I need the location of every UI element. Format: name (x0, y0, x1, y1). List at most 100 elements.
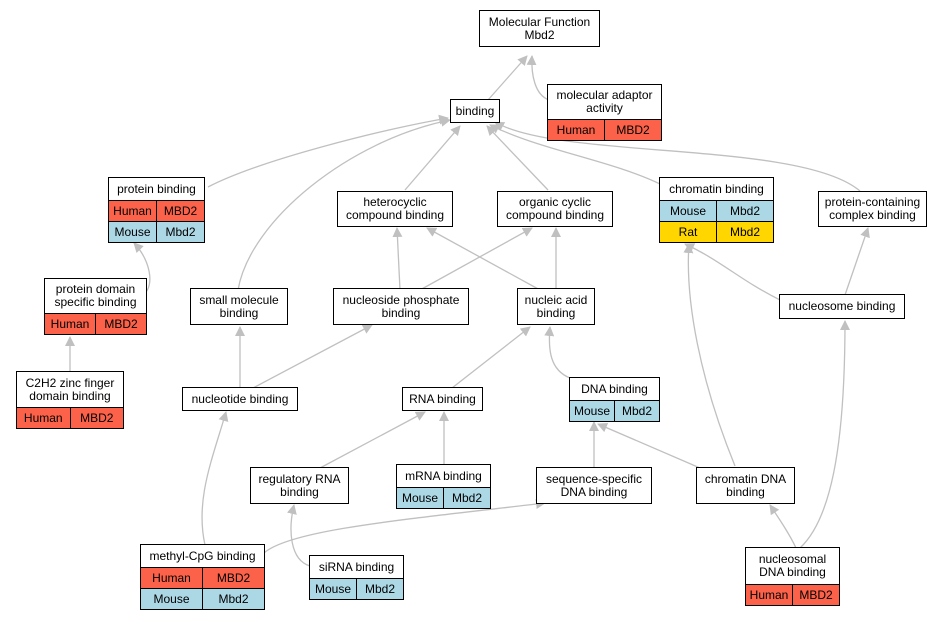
node-label: nucleosome binding (788, 299, 896, 313)
edge-dna-binding-to-nucleic-acid (544, 326, 571, 379)
node-label: binding (455, 103, 495, 118)
edge-nucleosome-to-protein-containing-complex (844, 227, 870, 296)
edge-rna-binding-to-nucleic-acid (451, 326, 531, 389)
species-cell: Mouse (153, 592, 190, 606)
annotation-row: Mouse Mbd2 (109, 221, 204, 242)
annotation-row: Mouse Mbd2 (310, 578, 403, 599)
gene-cell: MBD2 (202, 568, 264, 588)
node-label: nucleotide binding (191, 391, 289, 406)
edge-regulatory-rna-to-rna-binding (319, 411, 426, 469)
edge-sirna-to-regulatory-rna (287, 504, 311, 567)
node-label: RNA binding (409, 391, 476, 406)
edge-chromatin-binding-to-binding (489, 124, 661, 185)
species-cell: Mouse (573, 404, 611, 418)
gene-cell: MBD2 (95, 314, 146, 334)
edge-chromatin-dna-to-dna-binding (597, 422, 701, 469)
edge-methyl-cpg-to-sequence-specific (263, 499, 546, 554)
node-label: DNA binding (581, 381, 648, 396)
edge-protein-binding-to-binding (207, 114, 449, 188)
species-cell: Human (23, 411, 63, 425)
gene-cell: Mbd2 (716, 201, 773, 221)
node-nucleotide-binding[interactable]: nucleotide binding (182, 387, 298, 411)
edge-nucleic-acid-to-heterocyclic (426, 227, 541, 291)
gene-cell: Mbd2 (443, 488, 490, 508)
species-cell: Mouse (314, 582, 352, 596)
edge-binding-to-molecular-function (487, 55, 528, 101)
node-label: protein binding (117, 181, 196, 196)
annotation-row: Human MBD2 (141, 567, 264, 588)
species-cell: Mouse (669, 204, 707, 218)
gene-cell: Mbd2 (356, 579, 403, 599)
species-cell: Human (113, 204, 152, 218)
node-label: mRNA binding (405, 468, 482, 483)
gene-cell: Mbd2 (614, 401, 659, 421)
edge-small-molecule-binding-to-binding (237, 116, 451, 291)
gene-cell: Mbd2 (156, 222, 204, 242)
edge-nucleotide-to-nucleoside-phosphate (252, 324, 373, 389)
annotation-row: Human MBD2 (45, 313, 146, 334)
gene-cell: Mbd2 (716, 222, 773, 242)
gene-cell: MBD2 (792, 585, 839, 605)
species-cell: Human (50, 317, 90, 331)
gene-cell: Mbd2 (202, 589, 264, 609)
species-cell: Human (556, 123, 596, 137)
annotation-row: Mouse Mbd2 (141, 588, 264, 609)
edge-organic-cyclic-to-binding (486, 125, 549, 191)
annotation-row: Human MBD2 (17, 407, 123, 428)
species-cell: Mouse (401, 491, 439, 505)
node-label: chromatin binding (669, 181, 764, 196)
species-cell: Mouse (114, 225, 151, 239)
node-label: methyl-CpG binding (149, 548, 256, 563)
species-cell: Rat (678, 225, 698, 239)
node-rna-binding[interactable]: RNA binding (402, 387, 483, 411)
species-cell: Human (152, 571, 191, 585)
edge-methyl-cpg-to-nucleotide (201, 411, 229, 546)
node-nucleosome-binding[interactable]: nucleosome binding (779, 294, 905, 319)
annotation-row: Mouse Mbd2 (397, 487, 490, 508)
edge-nucleosome-to-chromatin-binding (684, 243, 781, 301)
annotation-row: Rat Mbd2 (660, 221, 773, 242)
gene-cell: MBD2 (69, 408, 124, 428)
edge-nucleosomal-dna-to-nucleosome (799, 320, 850, 549)
node-binding[interactable]: binding (450, 99, 500, 123)
edge-chromatin-dna-to-chromatin-binding (683, 243, 736, 467)
edge-nucleoside-phosphate-to-heterocyclic (392, 227, 403, 291)
